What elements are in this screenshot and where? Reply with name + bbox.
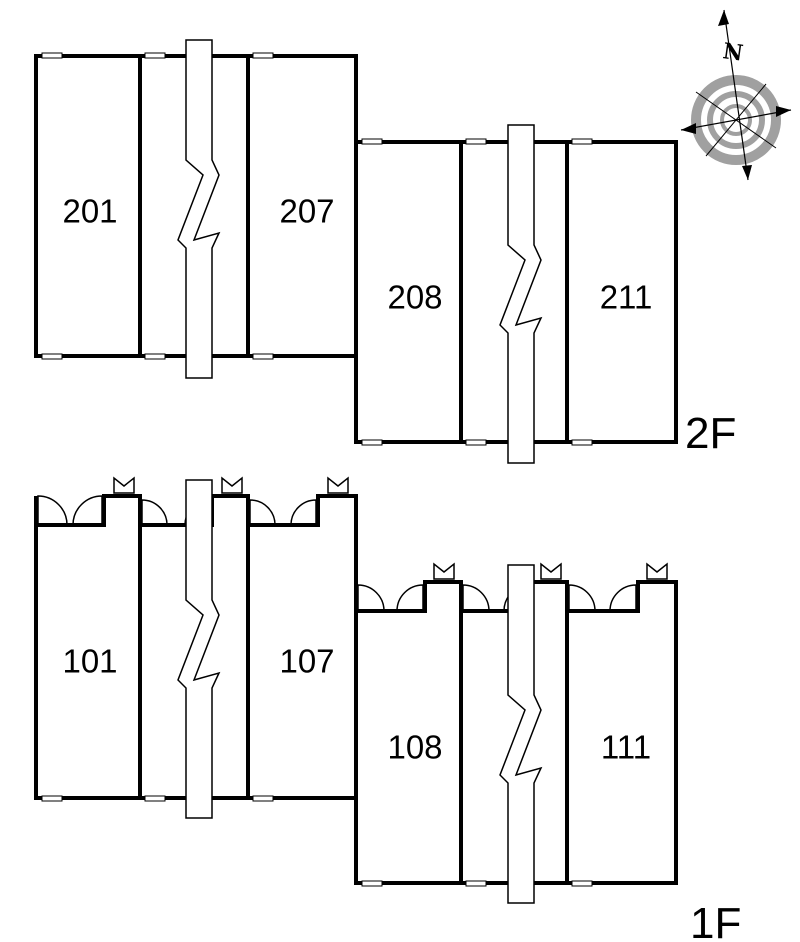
unit-label-101: 101 [62,643,117,680]
compass-icon: N [680,9,792,181]
unit-label-211: 211 [600,279,653,316]
floor-1f: 101 107 108 111 1F [34,476,741,942]
floor-label-1f: 1F [690,899,741,942]
north-label: N [721,38,745,67]
unit-label-111: 111 [601,729,651,766]
unit-label-107: 107 [279,643,334,680]
floor-label-2f: 2F [685,409,736,458]
windows-1f [41,795,593,887]
break-symbol [499,124,543,464]
unit-label-108: 108 [387,729,442,766]
unit-label-208: 208 [387,279,442,316]
break-symbol [177,479,221,819]
windows-2f [41,52,593,446]
unit-label-207: 207 [279,193,334,230]
floor-2f: 201 207 208 211 2F [34,39,736,464]
break-symbol [177,39,221,379]
entry-doors-1f [37,476,668,612]
unit-label-201: 201 [62,193,117,230]
break-symbol [499,564,543,904]
